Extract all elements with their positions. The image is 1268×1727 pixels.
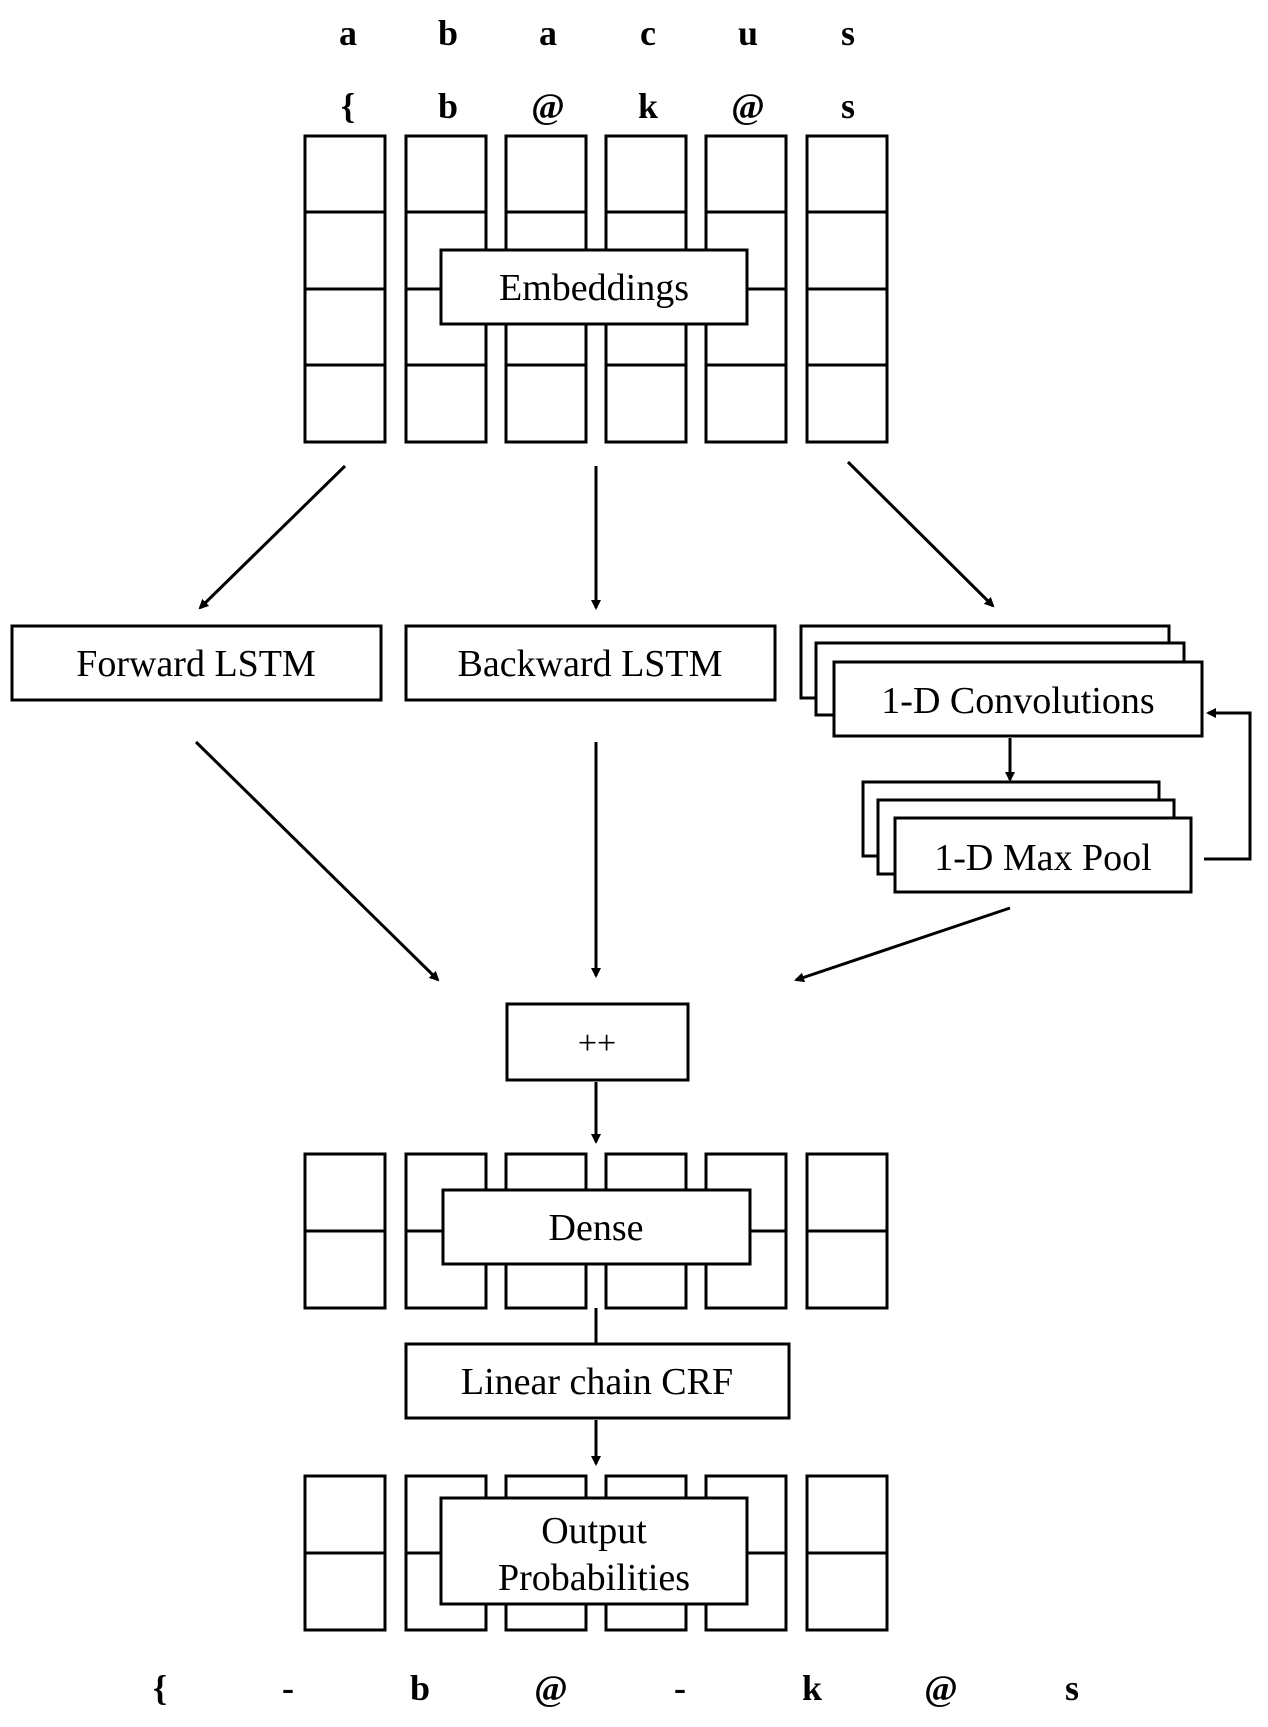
phoneme-token: k xyxy=(638,86,658,126)
phoneme-token: s xyxy=(841,86,855,126)
crf-label: Linear chain CRF xyxy=(461,1361,733,1403)
embeddings-label: Embeddings xyxy=(499,267,689,309)
output-token: { xyxy=(153,1668,167,1708)
grapheme-token: u xyxy=(738,13,758,53)
output-token: @ xyxy=(924,1668,958,1708)
convolutions-label: 1-D Convolutions xyxy=(881,680,1154,722)
output-token: - xyxy=(674,1668,686,1708)
output-token: k xyxy=(802,1668,822,1708)
max-pool-block: 1-D Max Pool xyxy=(861,780,1193,894)
output-token-row: { - b @ - k @ s xyxy=(153,1668,1079,1708)
dense-block: Dense xyxy=(441,1188,752,1266)
embedding-column xyxy=(805,134,889,444)
phoneme-token: @ xyxy=(531,86,565,126)
output-token: - xyxy=(282,1668,294,1708)
dense-column xyxy=(805,1152,889,1310)
phoneme-token: b xyxy=(438,86,458,126)
feedback-loop-arrow xyxy=(1204,708,1252,861)
dense-column xyxy=(303,1152,387,1310)
phoneme-token: { xyxy=(341,86,355,126)
concat-block: ++ xyxy=(505,1002,690,1082)
convolutions-block: 1-D Convolutions xyxy=(799,624,1204,738)
phoneme-row: { b @ k @ s xyxy=(341,86,855,126)
branch-arrows xyxy=(198,460,995,610)
output-label-line1: Output xyxy=(541,1510,647,1552)
embeddings-block: Embeddings xyxy=(439,248,749,326)
grapheme-token: a xyxy=(339,13,357,53)
backward-lstm-label: Backward LSTM xyxy=(458,643,723,685)
forward-lstm-block: Forward LSTM xyxy=(10,624,383,702)
output-token: s xyxy=(1065,1668,1079,1708)
concat-label: ++ xyxy=(578,1025,616,1062)
grapheme-token: c xyxy=(640,13,656,53)
output-token: b xyxy=(410,1668,430,1708)
forward-lstm-label: Forward LSTM xyxy=(76,643,316,685)
grapheme-row: a b a c u s xyxy=(339,13,855,53)
crf-block: Linear chain CRF xyxy=(404,1342,791,1420)
grapheme-token: a xyxy=(539,13,557,53)
backward-lstm-block: Backward LSTM xyxy=(404,624,777,702)
output-column xyxy=(303,1474,387,1632)
output-token: @ xyxy=(534,1668,568,1708)
merge-arrows xyxy=(194,740,1011,983)
grapheme-token: b xyxy=(438,13,458,53)
output-label-line2: Probabilities xyxy=(498,1557,690,1599)
dense-label: Dense xyxy=(549,1207,644,1249)
max-pool-label: 1-D Max Pool xyxy=(934,837,1151,879)
phoneme-token: @ xyxy=(731,86,765,126)
output-column xyxy=(805,1474,889,1632)
grapheme-token: s xyxy=(841,13,855,53)
output-probabilities-block: Output Probabilities xyxy=(439,1496,749,1606)
embedding-column xyxy=(303,134,387,444)
